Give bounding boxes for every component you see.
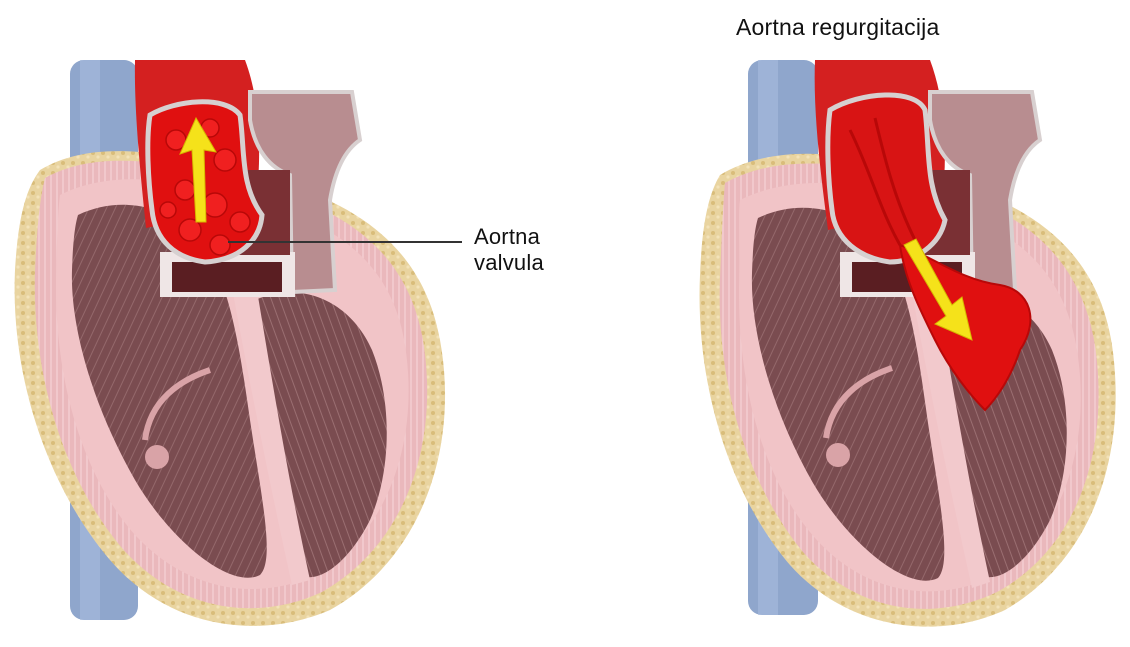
aortic-valve-label: Aortna valvula bbox=[474, 224, 544, 276]
regurgitating-heart-illustration bbox=[700, 60, 1116, 627]
aortic-valve-label-line2: valvula bbox=[474, 250, 544, 276]
aortic-valve bbox=[828, 95, 945, 262]
aortic-valve-label-line1: Aortna bbox=[474, 224, 544, 250]
normal-heart-illustration bbox=[15, 60, 462, 626]
regurgitation-title: Aortna regurgitacija bbox=[736, 14, 939, 40]
